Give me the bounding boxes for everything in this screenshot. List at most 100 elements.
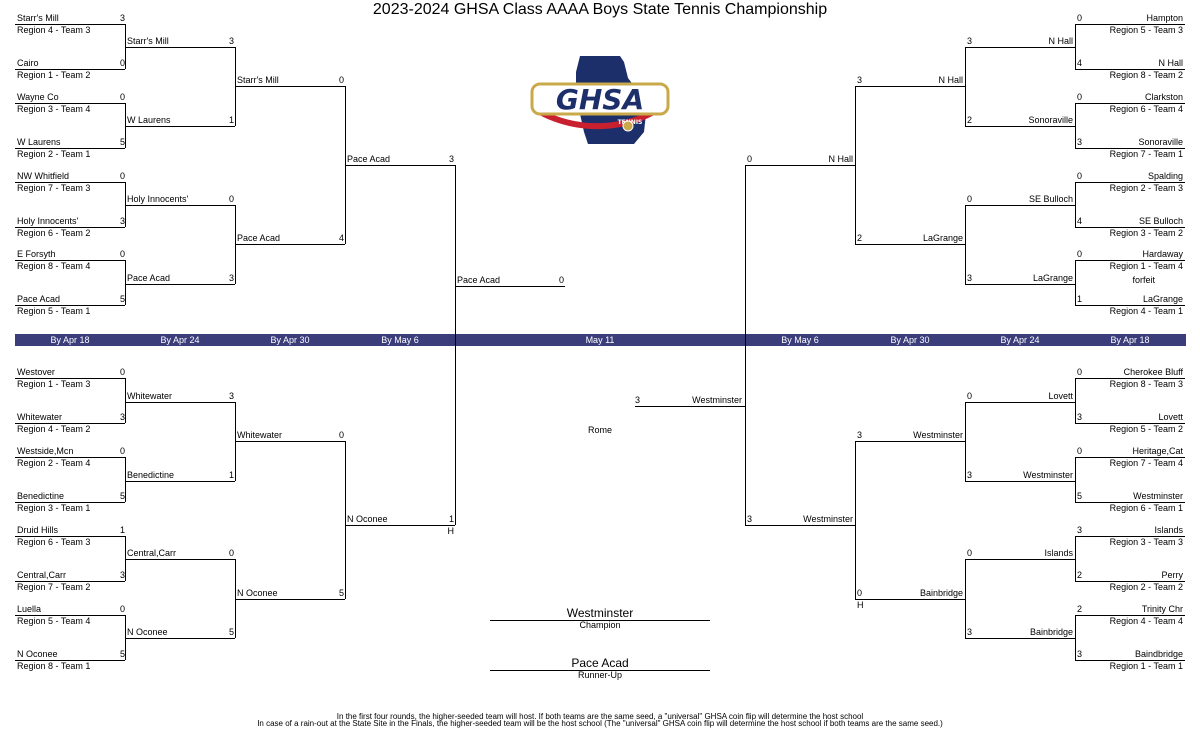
team-slot-line <box>1075 24 1185 25</box>
team-score: 3 <box>228 36 234 46</box>
bracket-connector <box>125 536 126 581</box>
bracket-connector <box>965 47 966 126</box>
team-slot-line <box>15 536 125 537</box>
team-slot-line <box>1075 536 1185 537</box>
team-score: 0 <box>119 58 125 68</box>
team-score: 2 <box>857 233 863 243</box>
team-slot-line <box>965 402 1075 403</box>
team-score: 1 <box>228 115 234 125</box>
team-name: E Forsyth <box>17 249 56 259</box>
runner-up-name: Pace Acad <box>571 656 629 670</box>
team-slot-line <box>15 103 125 104</box>
team-name: Benedictine <box>17 491 65 501</box>
team-slot-line <box>15 660 125 661</box>
team-score: 3 <box>119 216 125 226</box>
bracket-connector <box>1075 103 1076 148</box>
team-seed: Region 4 - Team 2 <box>17 424 91 434</box>
team-score: 5 <box>338 588 344 598</box>
team-score: 1 <box>119 525 125 535</box>
forfeit-note: forfeit <box>1132 275 1155 285</box>
team-seed: Region 8 - Team 1 <box>17 661 91 671</box>
team-score: 1 <box>228 470 234 480</box>
finalist-name: Westminster <box>692 395 742 405</box>
team-name: Westside,Mcn <box>17 446 74 456</box>
team-seed: Region 4 - Team 1 <box>1109 306 1183 316</box>
team-slot-line <box>1075 103 1185 104</box>
team-score: 3 <box>967 627 973 637</box>
round-date-label: By May 6 <box>781 335 819 345</box>
bracket-connector <box>1075 457 1076 502</box>
team-seed: Region 2 - Team 2 <box>1109 582 1183 592</box>
team-seed: Region 2 - Team 1 <box>17 149 91 159</box>
team-slot-line <box>125 284 235 285</box>
round-date-label: By Apr 24 <box>1000 335 1040 345</box>
team-seed: Region 2 - Team 3 <box>1109 183 1183 193</box>
logo-banner <box>530 82 670 116</box>
bracket-connector <box>855 86 856 244</box>
team-score: 3 <box>857 75 863 85</box>
team-score: 0 <box>119 446 125 456</box>
round-date-label: By Apr 30 <box>890 335 930 345</box>
champion-label: Champion <box>579 620 621 630</box>
bracket-connector <box>455 165 456 525</box>
final-site: Rome <box>587 425 612 435</box>
team-seed: Region 5 - Team 1 <box>17 306 91 316</box>
logo-text: GHSA <box>556 83 644 116</box>
team-name: Sonoraville <box>1138 137 1183 147</box>
team-slot-line <box>15 502 125 503</box>
team-slot-line <box>1075 423 1185 424</box>
team-name: Lovett <box>1048 391 1073 401</box>
team-score: 0 <box>1077 367 1083 377</box>
team-score: 3 <box>228 391 234 401</box>
team-slot-line <box>15 69 125 70</box>
team-name: Pace Acad <box>237 233 281 243</box>
team-score: 1 <box>1077 294 1083 304</box>
bracket-connector <box>125 378 126 423</box>
team-name: Central,Carr <box>127 548 177 558</box>
team-name: N Oconee <box>127 627 168 637</box>
bracket-connector <box>125 615 126 660</box>
team-seed: Region 2 - Team 4 <box>17 458 91 468</box>
team-name: Cherokee Bluff <box>1123 367 1183 377</box>
team-slot-line <box>745 165 855 166</box>
team-score: 0 <box>119 92 125 102</box>
team-score: 4 <box>1077 58 1083 68</box>
team-score: 3 <box>747 514 753 524</box>
team-seed: Region 5 - Team 2 <box>1109 424 1183 434</box>
bracket-connector <box>965 559 966 638</box>
team-slot-line <box>965 47 1075 48</box>
team-name: Benedictine <box>127 470 175 480</box>
team-score: 0 <box>1077 92 1083 102</box>
team-name: Hardaway <box>1142 249 1183 259</box>
bracket-connector <box>125 182 126 227</box>
team-slot-line <box>125 638 235 639</box>
bracket-connector <box>235 559 236 638</box>
team-name: Starr's Mill <box>17 13 59 23</box>
team-score: 0 <box>967 391 973 401</box>
team-name: Starr's Mill <box>237 75 279 85</box>
team-score: 3 <box>857 430 863 440</box>
bracket-connector <box>965 205 966 284</box>
team-seed: Region 1 - Team 1 <box>1109 661 1183 671</box>
team-score: 0 <box>119 604 125 614</box>
team-score: 3 <box>1077 649 1083 659</box>
team-name: Pace Acad <box>127 273 171 283</box>
team-score: 5 <box>119 137 125 147</box>
team-score: 3 <box>967 36 973 46</box>
finalist-score: 3 <box>635 395 641 405</box>
team-score: 3 <box>448 154 454 164</box>
champion-line <box>490 620 710 621</box>
team-seed: Region 1 - Team 3 <box>17 379 91 389</box>
bracket-connector <box>125 457 126 502</box>
team-name: LaGrange <box>1032 273 1073 283</box>
team-slot-line <box>125 481 235 482</box>
team-name: SE Bulloch <box>1028 194 1073 204</box>
bracket-connector <box>965 402 966 481</box>
team-slot-line <box>1075 581 1185 582</box>
team-slot-line <box>15 615 125 616</box>
footnote: In case of a rain-out at the State Site … <box>257 719 943 728</box>
team-slot-line <box>125 402 235 403</box>
team-slot-line <box>125 47 235 48</box>
team-slot-line <box>1075 615 1185 616</box>
team-slot-line <box>965 559 1075 560</box>
